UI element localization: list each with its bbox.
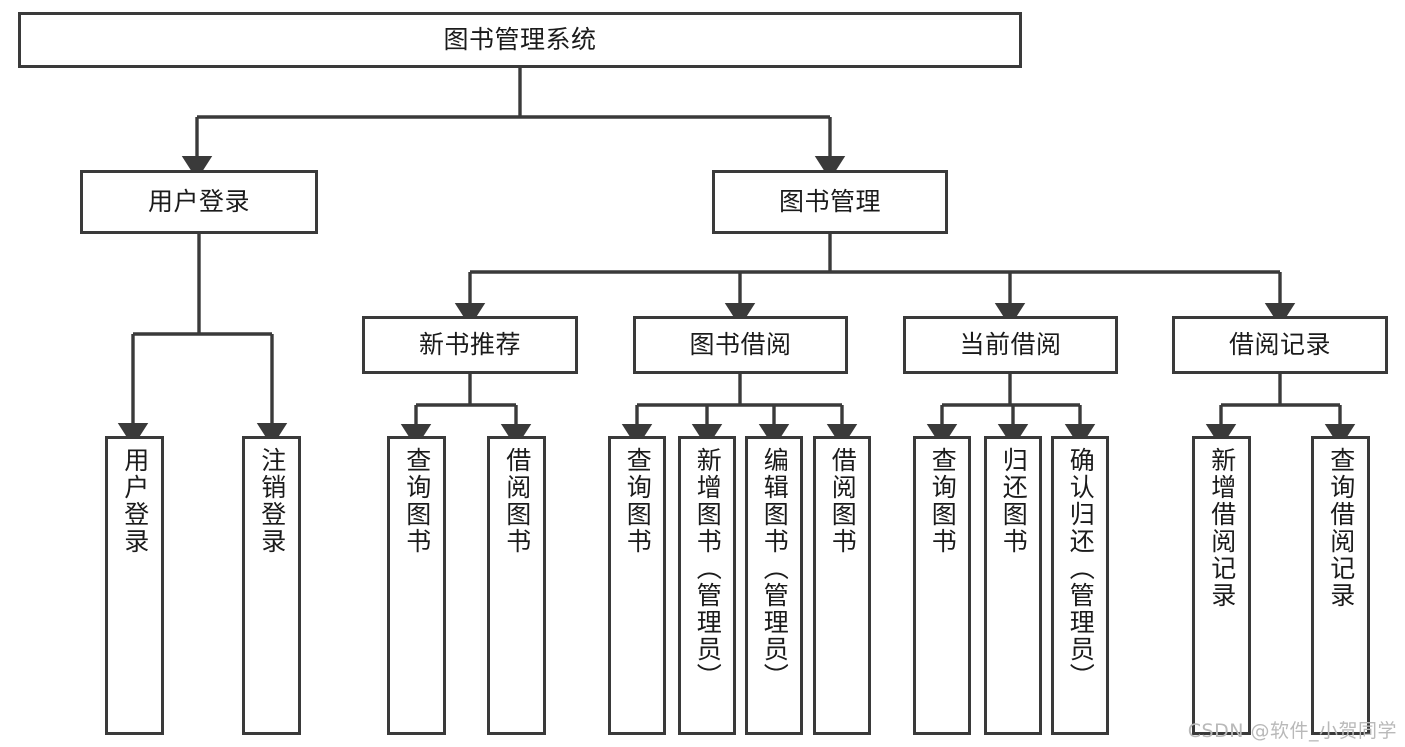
node-leaf-logout-login-label: 注销登录 [257, 447, 287, 555]
node-leaf-add-book-admin-label: 新增图书（管理员） [693, 447, 723, 690]
node-leaf-logout-login[interactable]: 注销登录 [242, 436, 301, 735]
node-leaf-edit-book-admin[interactable]: 编辑图书（管理员） [745, 436, 803, 735]
node-leaf-return-book-label: 归还图书 [999, 447, 1029, 555]
node-leaf-query-book-borrow[interactable]: 查询图书 [608, 436, 666, 735]
node-leaf-add-borrow-record[interactable]: 新增借阅记录 [1192, 436, 1251, 735]
node-book-manage-label: 图书管理 [778, 187, 881, 217]
node-leaf-user-login-label: 用户登录 [120, 447, 150, 555]
node-leaf-query-book-rec-label: 查询图书 [402, 447, 432, 555]
node-borrow-record-label: 借阅记录 [1228, 330, 1331, 360]
node-leaf-return-book[interactable]: 归还图书 [984, 436, 1042, 735]
node-current-borrow[interactable]: 当前借阅 [903, 316, 1118, 374]
node-borrow-record[interactable]: 借阅记录 [1172, 316, 1388, 374]
node-leaf-query-borrow-record[interactable]: 查询借阅记录 [1311, 436, 1370, 735]
node-user-login-label: 用户登录 [147, 187, 250, 217]
node-leaf-edit-book-admin-label: 编辑图书（管理员） [760, 447, 790, 690]
node-leaf-borrow-book[interactable]: 借阅图书 [813, 436, 871, 735]
node-leaf-query-book-borrow-label: 查询图书 [623, 447, 653, 555]
node-leaf-query-book-cur[interactable]: 查询图书 [913, 436, 971, 735]
node-new-book-recommend[interactable]: 新书推荐 [362, 316, 578, 374]
node-leaf-query-book-cur-label: 查询图书 [928, 447, 958, 555]
node-root-system[interactable]: 图书管理系统 [18, 12, 1022, 68]
node-current-borrow-label: 当前借阅 [959, 330, 1062, 360]
node-leaf-borrow-book-rec-label: 借阅图书 [502, 447, 532, 555]
node-leaf-query-borrow-record-label: 查询借阅记录 [1326, 447, 1356, 609]
node-leaf-borrow-book-rec[interactable]: 借阅图书 [487, 436, 546, 735]
node-new-book-recommend-label: 新书推荐 [418, 330, 521, 360]
node-book-borrow-label: 图书借阅 [689, 330, 792, 360]
node-leaf-confirm-return-admin[interactable]: 确认归还（管理员） [1051, 436, 1109, 735]
node-leaf-query-book-rec[interactable]: 查询图书 [387, 436, 446, 735]
node-leaf-user-login[interactable]: 用户登录 [105, 436, 164, 735]
node-root-label: 图书管理系统 [443, 25, 597, 55]
node-leaf-confirm-return-admin-label: 确认归还（管理员） [1066, 447, 1096, 690]
node-user-login[interactable]: 用户登录 [80, 170, 318, 234]
node-book-manage[interactable]: 图书管理 [712, 170, 948, 234]
node-book-borrow[interactable]: 图书借阅 [633, 316, 848, 374]
node-leaf-add-borrow-record-label: 新增借阅记录 [1207, 447, 1237, 609]
node-leaf-borrow-book-label: 借阅图书 [828, 447, 858, 555]
node-leaf-add-book-admin[interactable]: 新增图书（管理员） [678, 436, 736, 735]
csdn-watermark: CSDN @软件_小贺同学 [1187, 720, 1397, 742]
